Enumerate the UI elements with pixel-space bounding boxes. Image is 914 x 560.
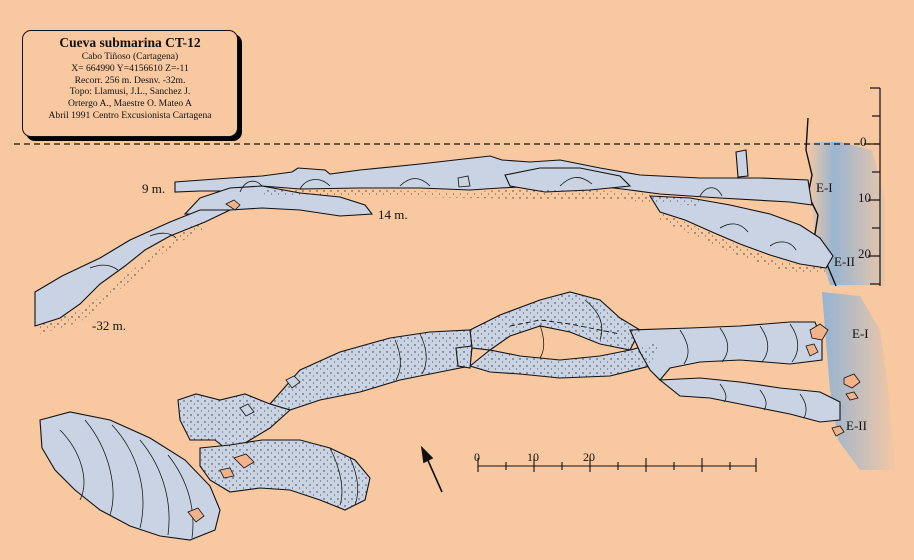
upper-gallery xyxy=(174,155,813,206)
survey-date-club: Abril 1991 Centro Excusionista Cartagena xyxy=(48,109,212,121)
shaft xyxy=(735,149,749,178)
depth-scale xyxy=(868,87,881,286)
plan-branch-e2 xyxy=(658,377,841,423)
scale-label-0: 0 xyxy=(474,450,480,464)
plan-dots xyxy=(178,292,660,510)
profile-entrance-1-label: E-I xyxy=(816,180,833,195)
profile-section xyxy=(34,149,834,327)
depth-tick-10: 10 xyxy=(858,190,871,205)
depth-label-32m: -32 m. xyxy=(92,318,126,333)
plan-west-chamber xyxy=(39,411,221,541)
scale-bar xyxy=(477,458,757,472)
plan-contours xyxy=(59,299,807,539)
survey-authors-1: Topo: Llamusi, J.L., Sanchez J. xyxy=(69,86,191,98)
profile-sediment xyxy=(35,188,826,334)
plan-entrance-2-label: E-II xyxy=(846,418,867,433)
survey-length-depth: Recorr. 256 m. Desnv. -32m. xyxy=(74,74,186,86)
profile-rocks xyxy=(225,175,471,211)
profile-entrance-2-label: E-II xyxy=(834,254,855,269)
plan-entrance-1-label: E-I xyxy=(852,326,869,341)
north-arrow-icon xyxy=(420,445,443,493)
depth-tick-0: 0 xyxy=(860,134,867,149)
survey-coordinates: X= 664990 Y=4156610 Z=-11 xyxy=(71,62,189,74)
depth-label-14m: 14 m. xyxy=(378,207,408,222)
survey-title: Cueva submarina CT-12 xyxy=(59,35,201,50)
profile-detail-lines xyxy=(89,177,797,271)
depth-label-9m: 9 m. xyxy=(142,181,166,196)
depth-tick-20: 20 xyxy=(858,246,871,261)
plan-corridor-main xyxy=(629,321,823,381)
survey-info-box: Cueva submarina CT-12 Cabo Tiñoso (Carta… xyxy=(22,30,238,137)
plan-section xyxy=(39,291,841,541)
plan-rocks xyxy=(187,323,861,523)
survey-location: Cabo Tiñoso (Cartagena) xyxy=(81,51,179,62)
scale-label-10: 10 xyxy=(527,450,539,464)
lower-right-passage xyxy=(648,195,834,269)
survey-authors-2: Ortergo A., Maestre O. Mateo A xyxy=(68,98,192,110)
plan-dashed-outline xyxy=(509,319,621,335)
scale-label-20: 20 xyxy=(583,450,595,464)
